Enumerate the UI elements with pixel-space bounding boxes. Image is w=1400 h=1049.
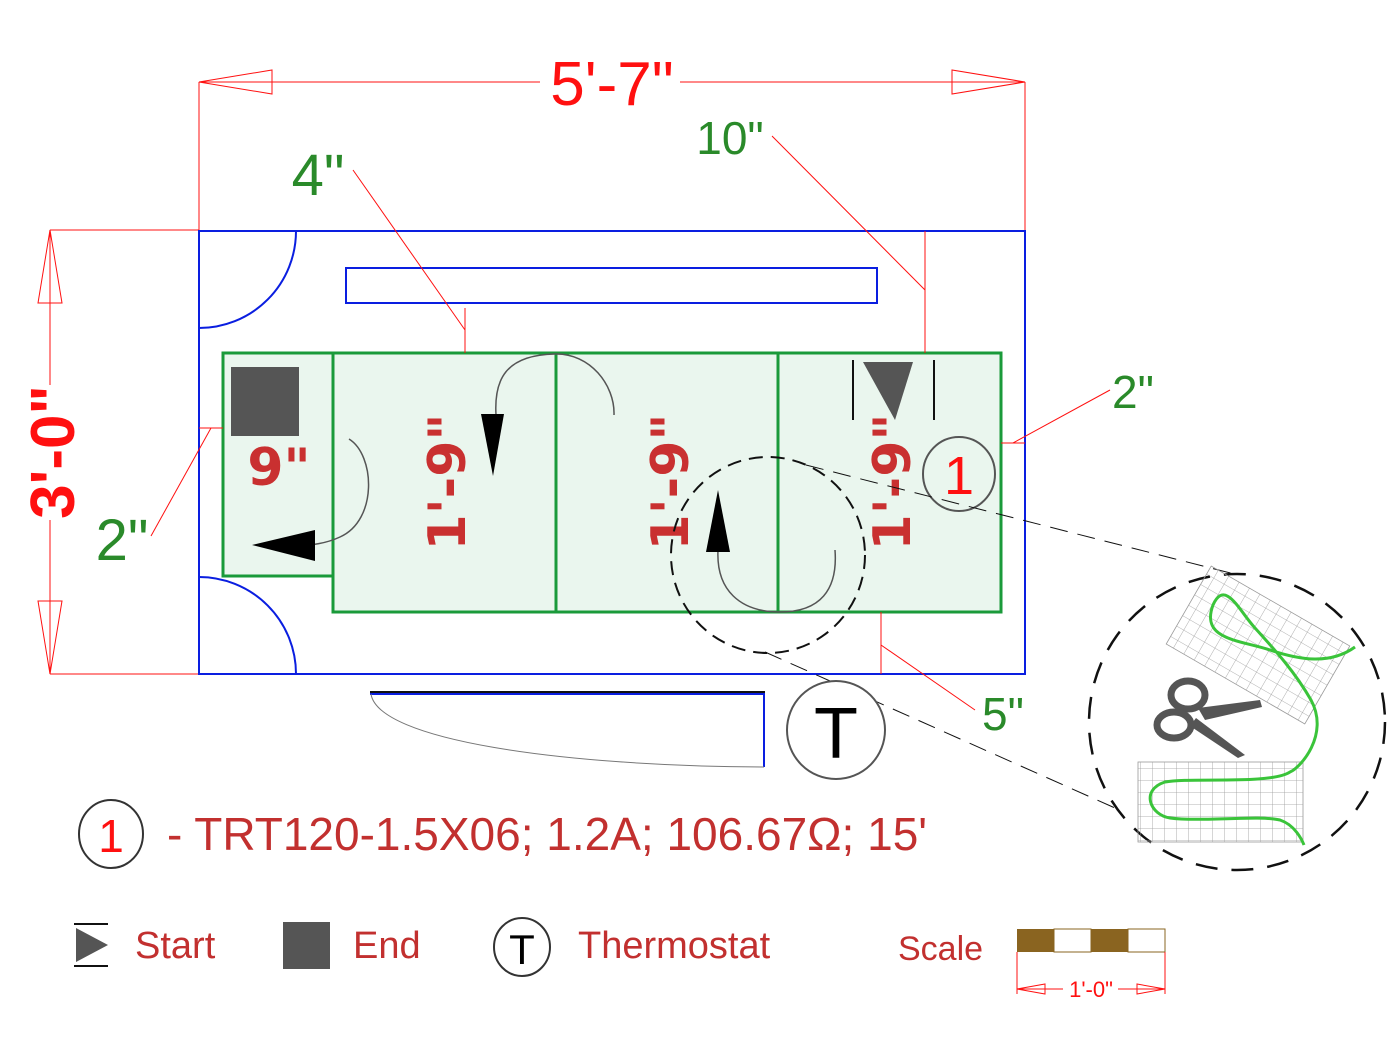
door-swing-bottom [198, 576, 297, 675]
scissors-icon [1153, 677, 1262, 758]
width-dimension: 5'-7" [198, 50, 1026, 232]
legend-start-icon [76, 928, 108, 962]
zone-1-label: 9" [247, 438, 310, 498]
overall-height-label: 3'-0" [19, 385, 88, 519]
direction-arrow-left-icon [252, 530, 315, 561]
legend-thermostat-symbol: T [509, 926, 535, 973]
legend: Start End T Thermostat Scale 1'-0" [74, 917, 1166, 1002]
scale-segment-2 [1053, 928, 1092, 953]
thermostat: T [786, 680, 886, 780]
start-marker-icon [863, 362, 913, 420]
offset-5in-label: 5" [982, 688, 1024, 740]
direction-arrow-down-icon [481, 414, 504, 476]
legend-thermostat-label: Thermostat [578, 925, 771, 967]
callout-line-bottom [764, 651, 1116, 809]
cable-loop-bottom [717, 549, 837, 613]
detail-source-circle [670, 456, 866, 654]
circuit-number-circle [922, 436, 996, 512]
door-swing-top [198, 230, 297, 329]
detail-callout [670, 456, 1387, 872]
arrow-right-icon [951, 69, 1026, 95]
overall-width-label: 5'-7" [550, 50, 673, 119]
leader-10in [771, 135, 926, 291]
direction-arrow-up-icon [706, 490, 730, 552]
arrow-up-icon [37, 229, 63, 304]
room-walls [198, 230, 1026, 675]
heating-cable [1148, 593, 1356, 846]
leader-left-2in [150, 427, 212, 537]
offset-right-2in-label: 2" [1112, 366, 1154, 418]
scale-segment-4 [1127, 928, 1166, 953]
zone-2-label: 1'-9" [418, 414, 478, 551]
leader-5in [880, 644, 976, 711]
offset-left-2in-label: 2" [96, 508, 149, 573]
circuit-spec: 1 - TRT120-1.5X06; 1.2A; 106.67Ω; 15' [78, 799, 927, 869]
scale-segment-1 [1017, 929, 1054, 952]
cable-loop-top [495, 353, 615, 416]
legend-end-icon [283, 922, 330, 969]
thermostat-symbol: T [814, 694, 858, 774]
end-marker-icon [231, 367, 299, 436]
offset-4in-label: 4" [292, 143, 345, 208]
offset-10in-label: 10" [696, 112, 764, 164]
scale-bar: 1'-0" [1016, 928, 1166, 1002]
leader-4in [352, 169, 466, 331]
scale-arrow-right-icon [1136, 983, 1166, 995]
heating-mat-lower [1137, 761, 1304, 843]
cable-path: 1 [231, 353, 996, 613]
arrow-down-icon [37, 600, 63, 675]
vanity-counter [345, 267, 878, 304]
spec-description: - TRT120-1.5X06; 1.2A; 106.67Ω; 15' [167, 808, 927, 860]
leader-right-2in [1012, 389, 1111, 444]
arrow-left-icon [198, 69, 273, 95]
callout-line-top [805, 464, 1251, 579]
tub-curve [370, 693, 765, 768]
offset-dimensions: 4" 10" 2" 2" 5" [96, 112, 1154, 740]
legend-scale-label: Scale [898, 930, 983, 968]
legend-thermostat-circle [493, 917, 551, 977]
scale-arrow-left-icon [1016, 983, 1046, 995]
circuit-number-label: 1 [944, 446, 974, 506]
zone-3-area [554, 351, 780, 614]
zone-2-area [331, 351, 558, 614]
scale-value-label: 1'-0" [1069, 977, 1113, 1002]
thermostat-circle [786, 680, 886, 780]
scale-segment-3 [1091, 929, 1128, 952]
spec-circuit-number: 1 [98, 810, 124, 862]
spec-circuit-circle [78, 799, 144, 869]
room [198, 230, 1026, 768]
legend-end-label: End [353, 925, 421, 967]
legend-start-label: Start [135, 925, 216, 967]
zone-3-label: 1'-9" [641, 414, 701, 551]
height-dimension: 3'-0" [19, 229, 199, 675]
